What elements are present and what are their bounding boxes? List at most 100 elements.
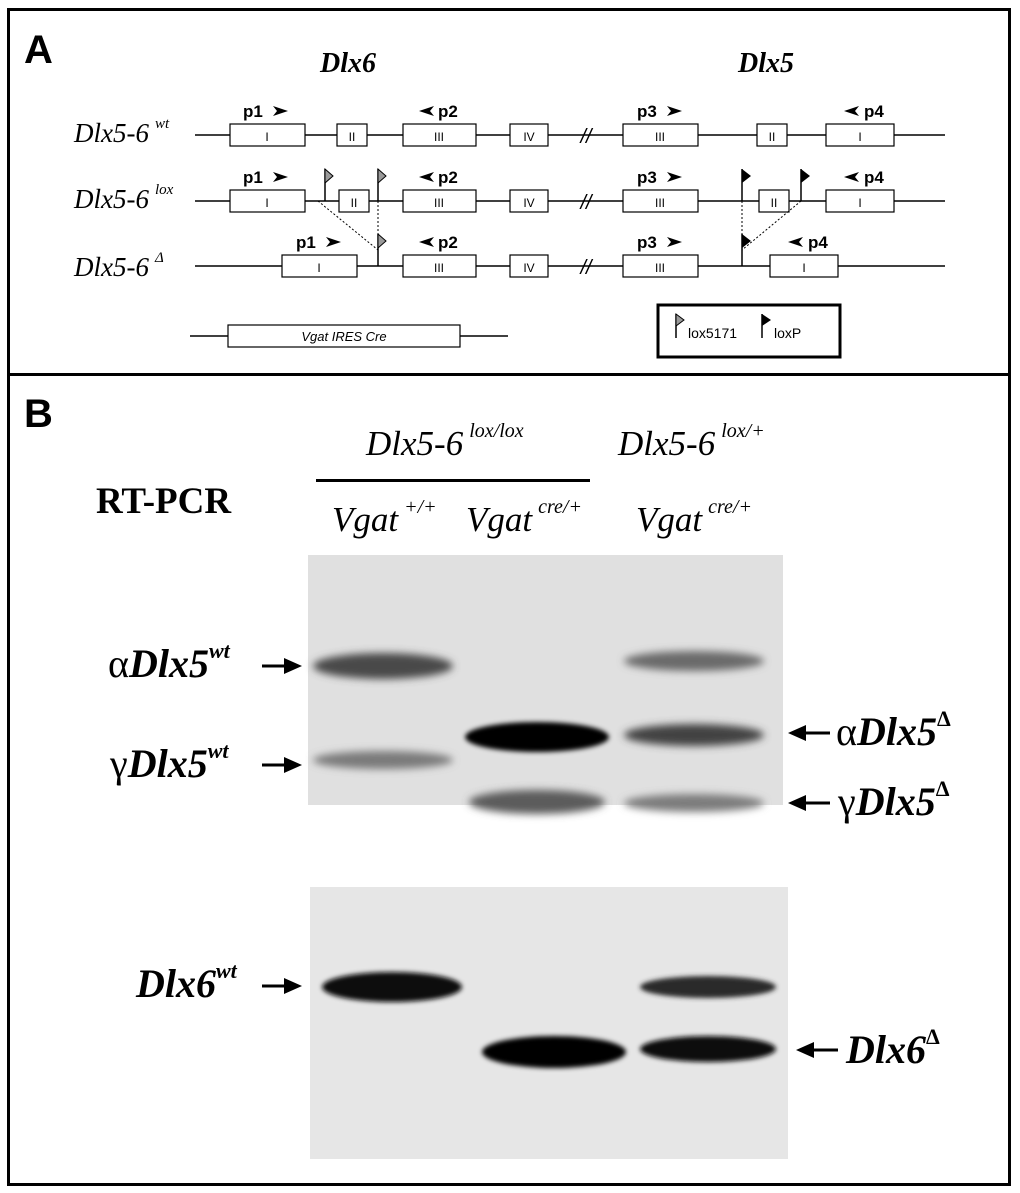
primer-p4-label: p4 bbox=[864, 102, 884, 121]
band-dlx6-wt-het bbox=[640, 976, 776, 998]
svg-text:I: I bbox=[858, 130, 861, 144]
exon-box bbox=[509, 123, 549, 147]
svg-text:I: I bbox=[317, 261, 320, 275]
exon-box bbox=[229, 123, 306, 147]
primer-p3-label: p3 bbox=[637, 168, 657, 187]
svg-text:I: I bbox=[858, 196, 861, 210]
exon-box bbox=[622, 123, 699, 147]
svg-text:III: III bbox=[655, 261, 665, 275]
band-dlx6-delta bbox=[482, 1036, 626, 1068]
method-label: RT-PCR bbox=[96, 481, 232, 522]
exon-box bbox=[509, 189, 549, 213]
svg-text:IV: IV bbox=[523, 261, 534, 275]
row-delta-map: I III IV III I // bbox=[195, 232, 945, 279]
primer-arrow-right bbox=[273, 106, 288, 116]
lox5171-flag bbox=[377, 232, 387, 266]
svg-text:I: I bbox=[802, 261, 805, 275]
exon-box bbox=[825, 123, 895, 147]
primer-p1-label: p1 bbox=[296, 233, 316, 252]
svg-text:IV: IV bbox=[523, 130, 534, 144]
primer-p3-label: p3 bbox=[637, 102, 657, 121]
band-a-dlx5-delta-het bbox=[624, 724, 764, 746]
gene-dlx5-header: Dlx5 bbox=[738, 48, 794, 79]
exon-box bbox=[402, 254, 477, 278]
band-dlx6-wt bbox=[322, 972, 462, 1002]
svg-text:III: III bbox=[655, 196, 665, 210]
exon-box bbox=[509, 254, 549, 278]
primer-p2-label: p2 bbox=[438, 168, 458, 187]
primers-lox: p1 p2 p3 p4 bbox=[243, 168, 884, 187]
band-label-g-dlx5-delta: γDlx5Δ bbox=[838, 776, 950, 824]
primer-arrow-right bbox=[667, 237, 682, 247]
exon-box bbox=[756, 123, 788, 147]
svg-text:III: III bbox=[434, 196, 444, 210]
panel-b-label: B bbox=[24, 392, 53, 436]
primer-arrow-right bbox=[273, 172, 288, 182]
break-symbol: // bbox=[578, 257, 594, 279]
primer-arrow-right bbox=[326, 237, 341, 247]
primer-p1-label: p1 bbox=[243, 168, 263, 187]
primers-wt: p1 p2 p3 p4 bbox=[243, 102, 884, 121]
primer-p1-label: p1 bbox=[243, 102, 263, 121]
lox-legend: lox5171 loxP bbox=[656, 303, 842, 359]
band-a-dlx5-wt bbox=[313, 653, 453, 679]
exon-box bbox=[402, 189, 477, 213]
band-a-dlx5-wt-het bbox=[624, 651, 764, 671]
svg-text:I: I bbox=[265, 196, 268, 210]
exon-box bbox=[622, 254, 699, 278]
svg-text:II: II bbox=[769, 130, 776, 144]
svg-text:II: II bbox=[771, 196, 778, 210]
primer-p2-label: p2 bbox=[438, 233, 458, 252]
svg-text:III: III bbox=[655, 130, 665, 144]
exon-box bbox=[825, 189, 895, 213]
exon-box bbox=[281, 254, 358, 278]
lox5171-legend-icon bbox=[675, 313, 685, 327]
band-label-a-dlx5-delta: αDlx5Δ bbox=[836, 706, 951, 754]
band-label-dlx6-delta: Dlx6Δ bbox=[846, 1024, 940, 1072]
lox5171-legend-label: lox5171 bbox=[688, 325, 737, 341]
primer-arrow-right bbox=[667, 172, 682, 182]
panel-a-label: A bbox=[24, 28, 53, 72]
primer-arrow-left bbox=[419, 106, 434, 116]
lox5171-flag bbox=[324, 167, 334, 201]
loxp-flag bbox=[741, 169, 751, 201]
exon-box bbox=[402, 123, 477, 147]
row-wt-map: I II III IV III II I // bbox=[195, 123, 945, 148]
gel-lower bbox=[310, 887, 788, 1159]
band-g-dlx5-delta bbox=[469, 790, 605, 814]
break-symbol: // bbox=[578, 192, 594, 214]
lane-header-1: Vgat+/+ bbox=[332, 496, 437, 539]
primer-arrow-left bbox=[844, 172, 859, 182]
svg-text:III: III bbox=[434, 261, 444, 275]
primer-p4-label: p4 bbox=[808, 233, 828, 252]
band-label-a-dlx5-wt: αDlx5wt bbox=[108, 638, 230, 686]
svg-text:IV: IV bbox=[523, 196, 534, 210]
genomic-map: I II III IV III II I // I II III IV III … bbox=[190, 102, 945, 359]
svg-text:Vgat IRES Cre: Vgat IRES Cre bbox=[301, 329, 386, 344]
exon-box bbox=[336, 123, 368, 147]
group-underline bbox=[316, 479, 590, 482]
svg-text:II: II bbox=[349, 130, 356, 144]
band-label-dlx6-wt: Dlx6wt bbox=[136, 958, 237, 1006]
exon-box bbox=[769, 254, 839, 278]
deletion-guides bbox=[317, 200, 802, 251]
panel-b bbox=[7, 373, 1011, 1186]
primer-p2-label: p2 bbox=[438, 102, 458, 121]
primer-p4-label: p4 bbox=[864, 168, 884, 187]
loxp-legend-label: loxP bbox=[774, 325, 801, 341]
exon-box bbox=[338, 189, 370, 213]
lox5171-flag bbox=[377, 167, 387, 201]
band-arrows bbox=[262, 658, 838, 1058]
exon-box bbox=[758, 189, 790, 213]
loxp-flag bbox=[741, 234, 751, 266]
primer-arrow-right bbox=[667, 106, 682, 116]
primers-delta: p1 p2 p3 p4 bbox=[296, 233, 828, 252]
primer-arrow-left bbox=[419, 237, 434, 247]
